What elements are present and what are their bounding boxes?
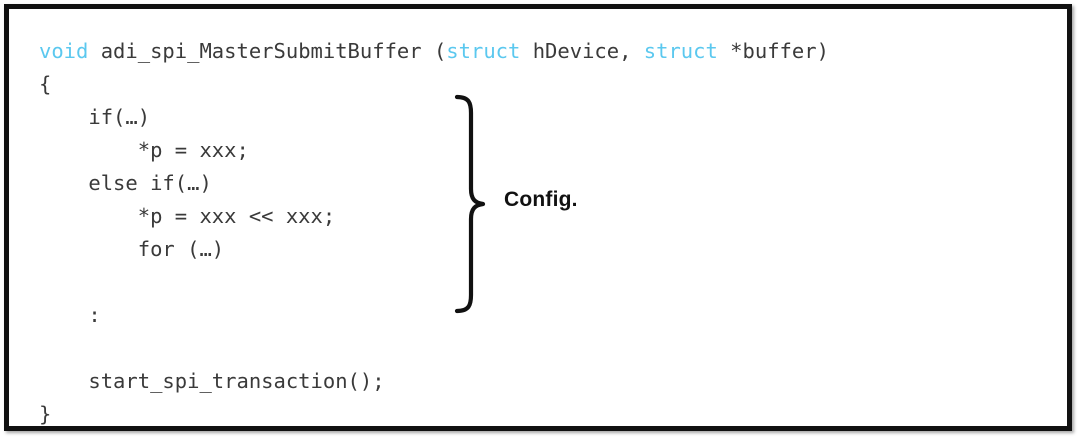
code-text: *p = xxx << xxx; [39, 204, 336, 228]
figure-frame: void adi_spi_MasterSubmitBuffer (struct … [4, 4, 1072, 431]
code-keyword: struct [446, 39, 521, 63]
code-line-else-if: else if(…) [39, 167, 1049, 200]
code-text: hDevice, [520, 39, 644, 63]
code-text: adi_spi_MasterSubmitBuffer ( [88, 39, 447, 63]
code-block: void adi_spi_MasterSubmitBuffer (struct … [39, 35, 1049, 431]
code-line-ellipsis-colon: : [39, 299, 1049, 332]
code-text: { [39, 72, 52, 96]
code-line-assign-1: *p = xxx; [39, 134, 1049, 167]
right-curly-brace-icon [454, 94, 486, 314]
code-line-assign-2: *p = xxx << xxx; [39, 200, 1049, 233]
code-text: } [39, 402, 52, 426]
code-text: *buffer) [717, 39, 829, 63]
code-keyword: struct [643, 39, 718, 63]
code-text: if(…) [39, 105, 151, 129]
code-keyword: void [39, 39, 89, 63]
code-text: start_spi_transaction(); [39, 369, 385, 393]
config-label: Config. [504, 188, 578, 211]
code-text [39, 336, 51, 360]
code-line-start-transaction: start_spi_transaction(); [39, 365, 1049, 398]
code-text: : [39, 303, 101, 327]
config-annotation-group: Config. [449, 93, 649, 318]
code-line-spacer-2 [39, 332, 1049, 365]
code-line-if: if(…) [39, 101, 1049, 134]
code-line-close-brace: } [39, 398, 1049, 431]
code-line-for: for (…) [39, 233, 1049, 266]
code-text: else if(…) [39, 171, 212, 195]
code-text: *p = xxx; [39, 138, 249, 162]
code-line-open-brace: { [39, 68, 1049, 101]
code-text: for (…) [39, 237, 225, 261]
code-line-signature: void adi_spi_MasterSubmitBuffer (struct … [39, 35, 1049, 68]
code-text [39, 270, 51, 294]
